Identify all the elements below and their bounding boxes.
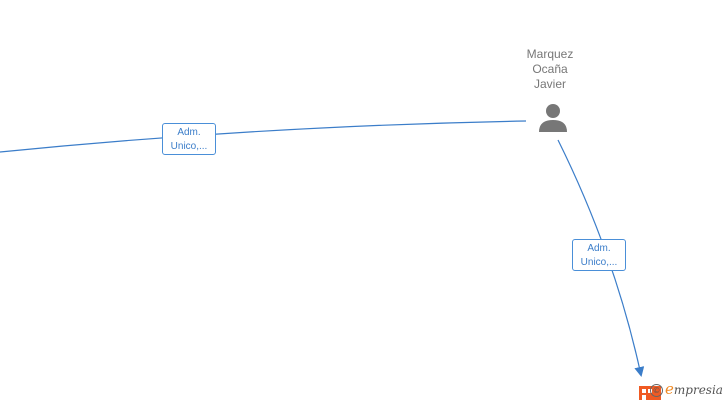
edge-label-1[interactable]: Adm. Unico,... xyxy=(162,123,216,155)
person-name[interactable]: Marquez Ocaña Javier xyxy=(510,47,590,92)
edge-label-1-line-1: Adm. xyxy=(177,127,201,138)
edge-label-2[interactable]: Adm. Unico,... xyxy=(572,239,626,271)
person-icon[interactable] xyxy=(536,102,570,134)
person-name-line-2: Ocaña xyxy=(532,62,568,76)
brand-logo-initial: e xyxy=(665,380,674,398)
edge-label-2-line-1: Adm. xyxy=(587,243,611,254)
person-name-line-1: Marquez xyxy=(526,47,574,61)
person-name-line-3: Javier xyxy=(533,77,566,91)
copyright-mark: © xyxy=(650,384,663,397)
brand-logo-text: mpresia xyxy=(673,383,723,397)
edge-label-2-line-2: Unico,... xyxy=(580,257,618,268)
edge-label-1-line-2: Unico,... xyxy=(170,141,208,152)
edge-line-1 xyxy=(0,120,527,153)
brand-logo: ©empresia xyxy=(650,380,723,400)
